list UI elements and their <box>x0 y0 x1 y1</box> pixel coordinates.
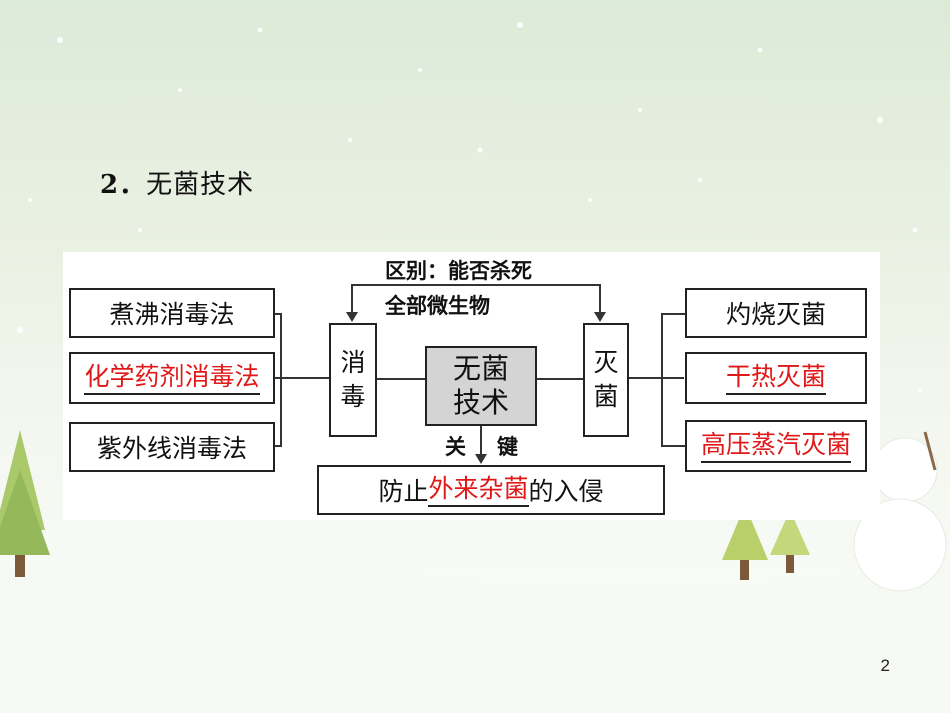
key-prefix: 防止 <box>378 477 429 506</box>
method-label: 化学药剂消毒法 <box>84 362 260 395</box>
disinfection-method-chemical: 化学药剂消毒法 <box>69 352 275 404</box>
disinfection-box: 消 毒 <box>329 323 377 437</box>
method-label: 高压蒸汽灭菌 <box>700 430 851 463</box>
sterilization-method-burning: 灼烧灭菌 <box>685 288 867 338</box>
disinfection-method-boiling: 煮沸消毒法 <box>69 288 275 338</box>
key-label-left: 关 <box>445 434 466 459</box>
key-label-right: 键 <box>497 434 518 459</box>
connector <box>661 313 663 447</box>
connector <box>599 284 601 314</box>
method-label: 煮沸消毒法 <box>109 300 235 329</box>
connector <box>661 313 685 315</box>
page-number: 2 <box>880 656 890 675</box>
connector <box>351 284 601 286</box>
disinfection-method-uv: 紫外线消毒法 <box>69 422 275 472</box>
method-label: 干热灭菌 <box>725 362 826 395</box>
diagram-panel: 煮沸消毒法 化学药剂消毒法 紫外线消毒法 消 毒 区别：能否杀死 全部微生物 无… <box>63 252 880 520</box>
connector <box>537 378 583 380</box>
sterilization-method-autoclave: 高压蒸汽灭菌 <box>685 420 867 472</box>
tree-right-2 <box>770 510 810 573</box>
connector <box>377 378 425 380</box>
connector <box>661 445 685 447</box>
section-heading: 2．无菌技术 <box>100 164 254 201</box>
center-line: 技术 <box>452 386 509 419</box>
disinfection-char: 消 <box>340 348 366 377</box>
tree-left <box>0 430 50 577</box>
key-highlight: 外来杂菌 <box>428 474 529 507</box>
tree-right-1 <box>722 505 768 580</box>
key-point-box: 防止外来杂菌的入侵 <box>317 465 665 515</box>
sterilization-char: 菌 <box>593 382 619 411</box>
connector <box>273 313 282 315</box>
method-label: 紫外线消毒法 <box>96 434 247 463</box>
connector <box>280 313 282 447</box>
arrow-heads <box>346 312 606 464</box>
sterilization-box: 灭 菌 <box>583 323 629 437</box>
sterilization-char: 灭 <box>593 348 619 377</box>
disinfection-char: 毒 <box>340 382 366 411</box>
connector <box>351 284 353 314</box>
aseptic-technique-box: 无菌 技术 <box>425 346 537 426</box>
difference-label: 区别：能否杀死 <box>385 258 532 283</box>
snowflakes <box>17 22 922 392</box>
key-suffix: 的入侵 <box>528 477 604 506</box>
connector <box>629 377 684 379</box>
connector <box>273 377 329 379</box>
connector <box>273 445 282 447</box>
section-title: 无菌技术 <box>146 170 255 200</box>
difference-label-continued: 全部微生物 <box>385 293 490 318</box>
center-line: 无菌 <box>452 352 509 385</box>
sterilization-method-dry-heat: 干热灭菌 <box>685 352 867 404</box>
method-label: 灼烧灭菌 <box>725 300 826 329</box>
section-number: 2． <box>100 170 147 200</box>
